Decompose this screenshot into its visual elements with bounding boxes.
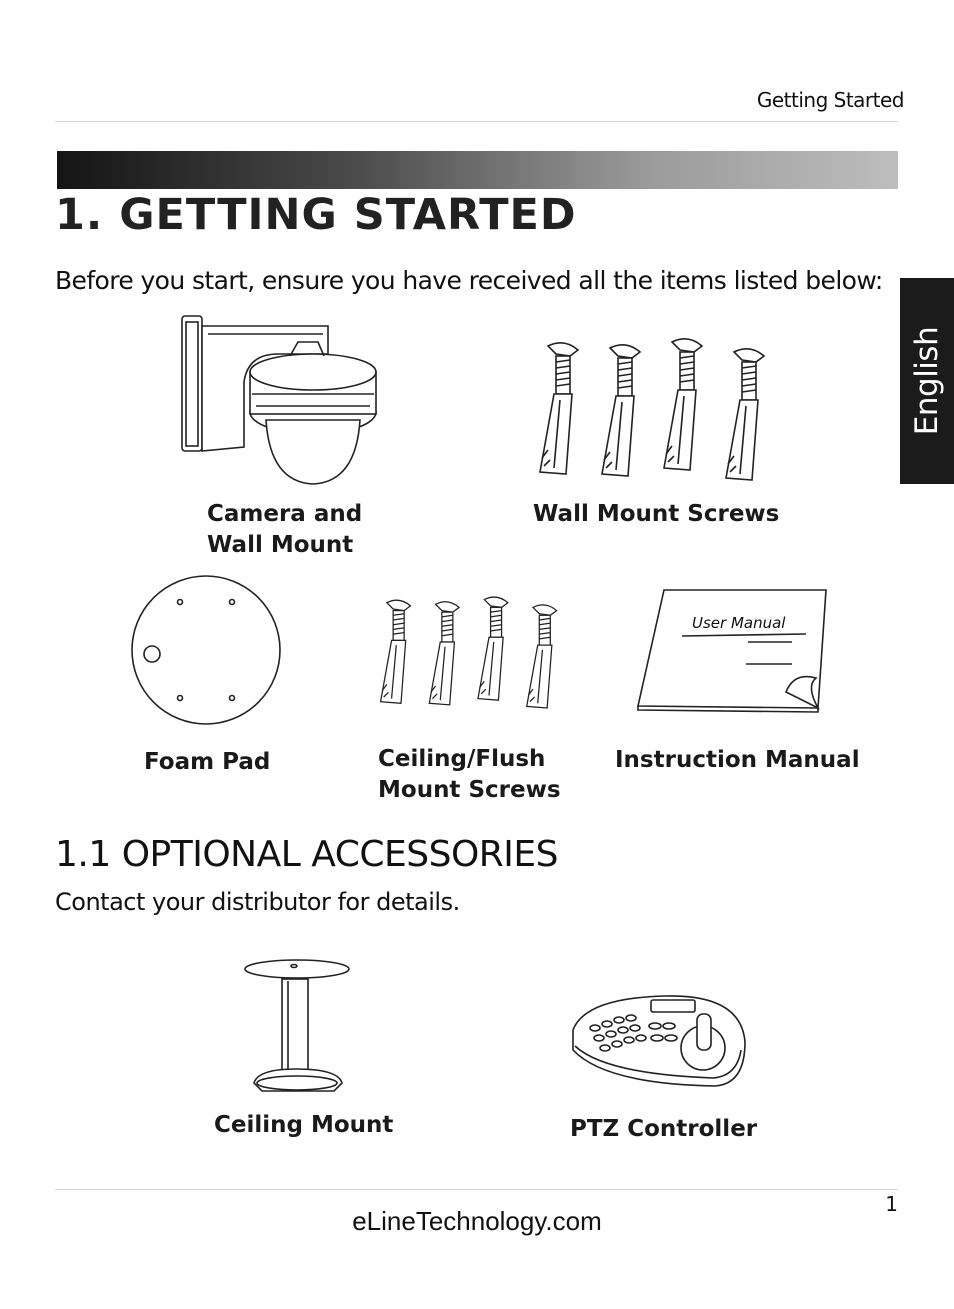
header-divider <box>55 121 898 122</box>
foam-pad-icon <box>131 575 281 725</box>
item-label-ceiling-screws: Ceiling/Flush Mount Screws <box>378 746 561 803</box>
footer-website: eLineTechnology.com <box>352 1206 602 1236</box>
footer-divider <box>55 1189 898 1190</box>
item-label-manual: Instruction Manual <box>615 747 860 773</box>
optional-heading: 1.1 OPTIONAL ACCESSORIES <box>55 834 559 875</box>
accessory-label-ceiling-mount: Ceiling Mount <box>214 1112 394 1138</box>
ceiling-mount-icon <box>244 959 350 1092</box>
page-title: 1. GETTING STARTED <box>55 190 577 240</box>
language-tab-label: English <box>909 326 945 436</box>
accessory-label-ptz-controller: PTZ Controller <box>570 1116 758 1142</box>
item-label-foam-pad: Foam Pad <box>144 749 271 775</box>
manual-cover-text: User Manual <box>692 614 786 632</box>
optional-subtext: Contact your distributor for details. <box>55 888 460 916</box>
screws-icon <box>539 337 765 481</box>
ptz-controller-icon <box>572 995 746 1087</box>
item-label-wall-screws: Wall Mount Screws <box>533 501 780 527</box>
page-number: 1 <box>885 1192 898 1216</box>
running-header: Getting Started <box>756 88 905 112</box>
item-label-camera: Camera and Wall Mount <box>207 501 363 558</box>
manual-icon: User Manual <box>636 588 828 713</box>
dome-camera-icon <box>181 315 377 485</box>
section-banner-bar <box>57 151 898 189</box>
screws-icon <box>379 596 558 709</box>
intro-text: Before you start, ensure you have receiv… <box>55 266 883 295</box>
language-tab: English <box>900 278 954 484</box>
